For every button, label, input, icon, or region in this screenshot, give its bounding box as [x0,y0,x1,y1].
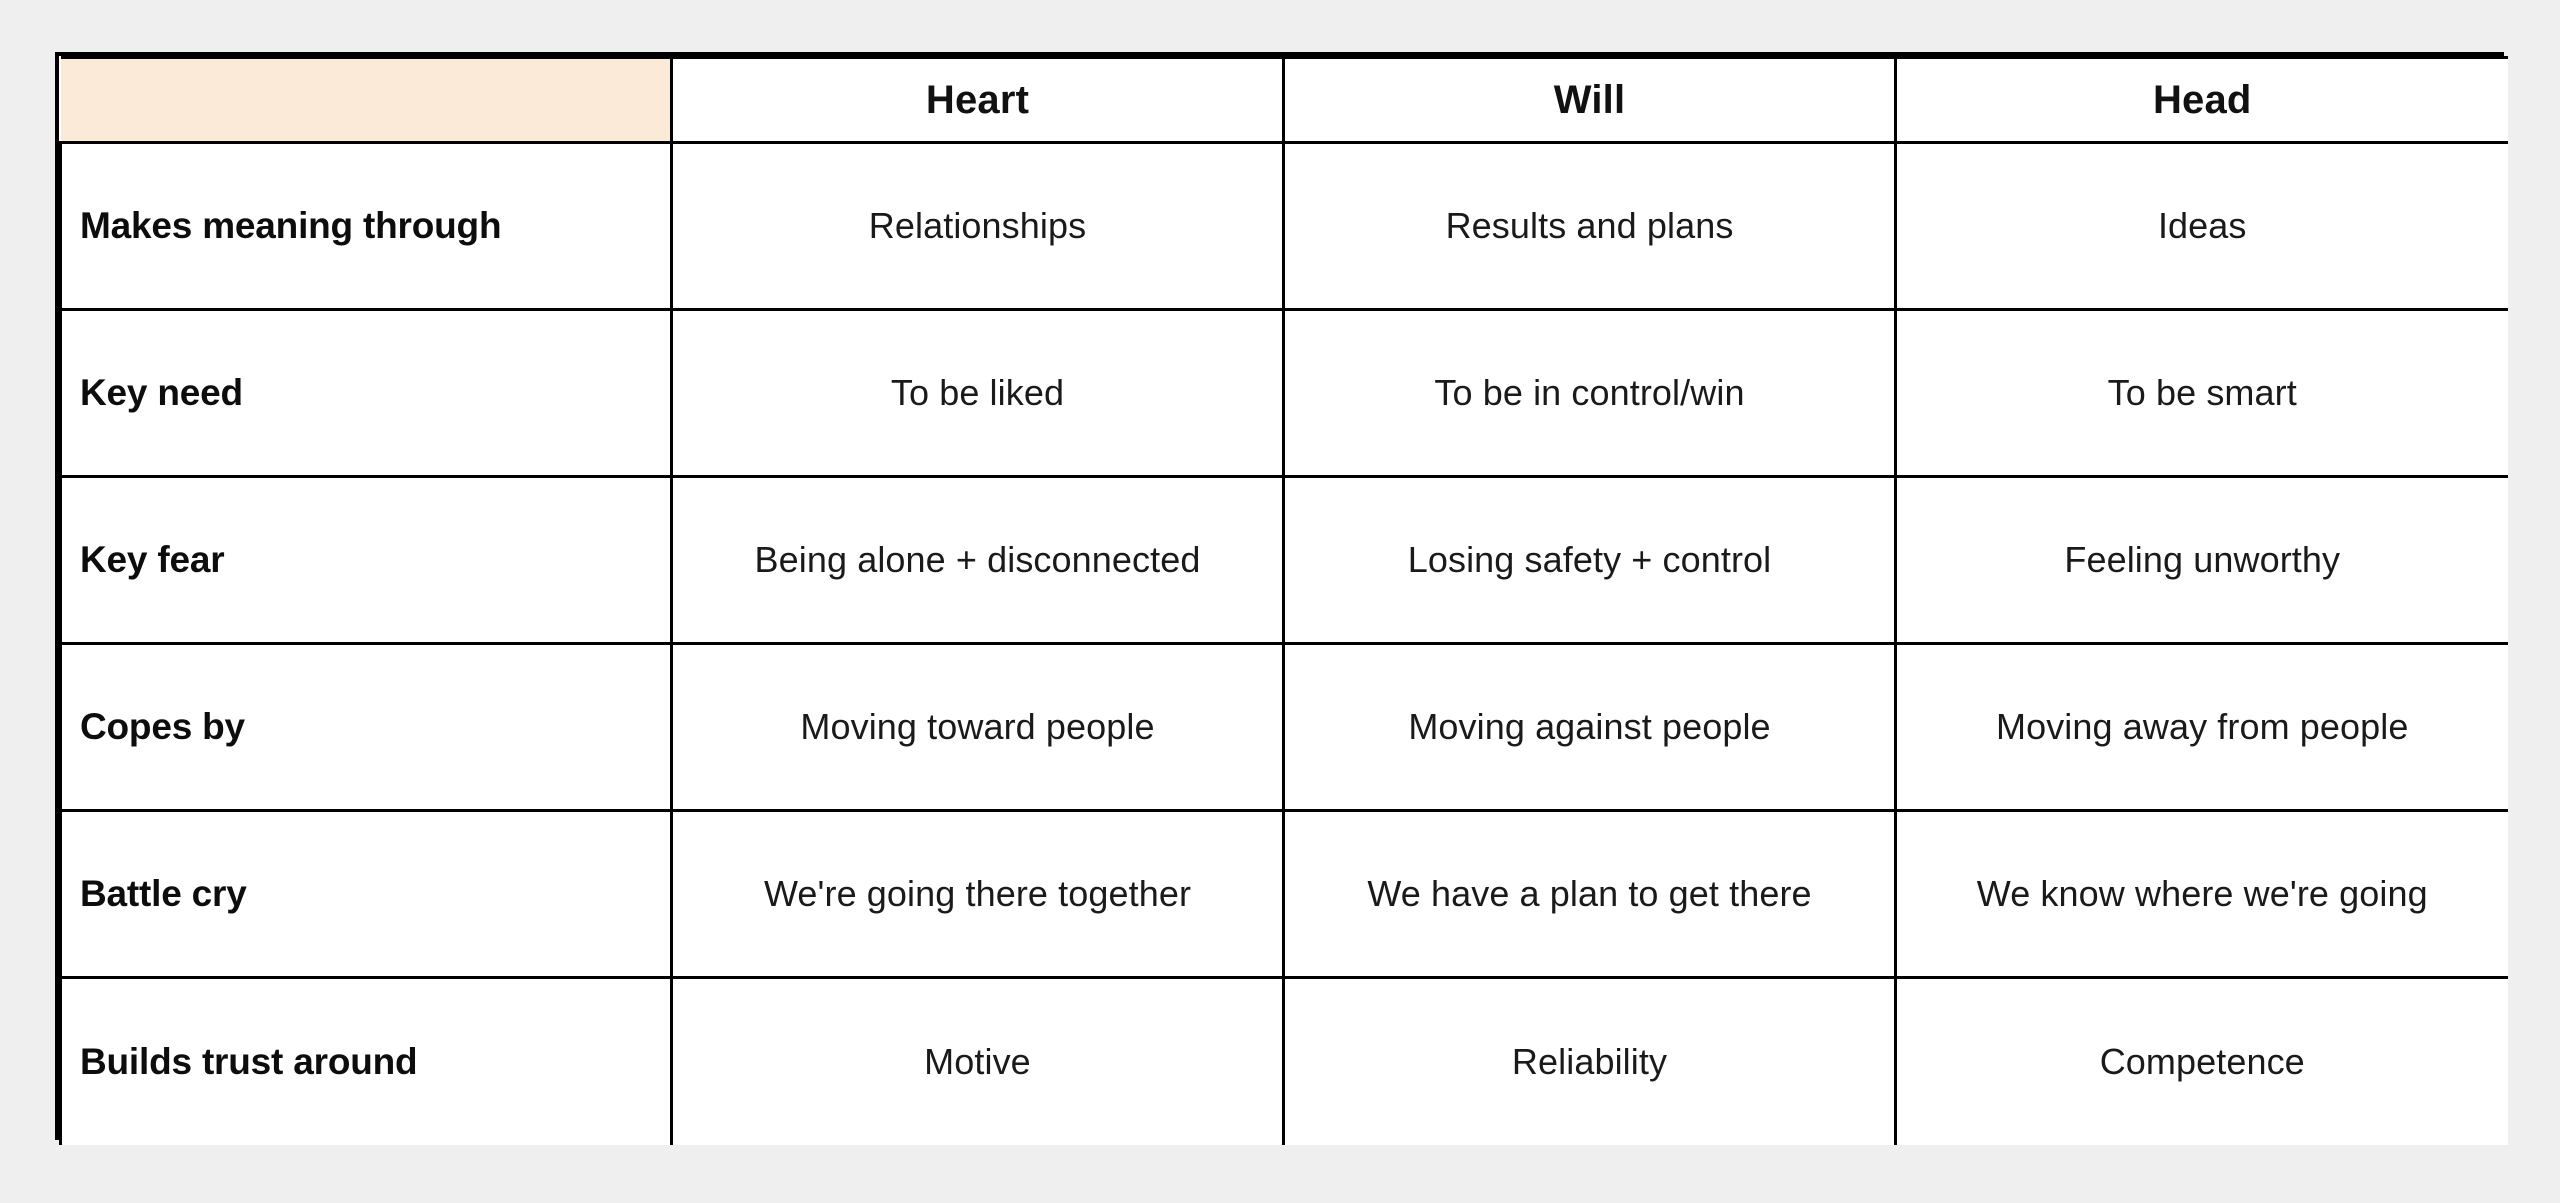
table-row: Copes by Moving toward people Moving aga… [59,642,2508,812]
comparison-table-container: Heart Will Head Makes meaning through Re… [55,52,2508,1145]
cell-will-key-need: To be in control/win [1282,308,1897,478]
cell-heart-key-need: To be liked [670,308,1285,478]
column-header-will: Will [1282,56,1897,144]
table-header: Heart Will Head [60,56,2508,144]
table-row: Makes meaning through Relationships Resu… [59,141,2508,311]
row-label-key-fear: Key fear [59,475,673,645]
cell-heart-makes-meaning-through: Relationships [670,141,1285,311]
table-row: Key need To be liked To be in control/wi… [59,308,2508,478]
cell-heart-key-fear: Being alone + disconnected [670,475,1285,645]
cell-head-battle-cry: We know where we're going [1894,809,2508,979]
table-row: Key fear Being alone + disconnected Losi… [59,475,2508,645]
cell-will-copes-by: Moving against people [1282,642,1897,812]
heart-will-head-table: Heart Will Head Makes meaning through Re… [59,56,2508,1145]
cell-head-builds-trust-around: Competence [1894,976,2508,1145]
row-label-copes-by: Copes by [59,642,673,812]
header-row: Heart Will Head [60,56,2508,144]
table-row: Battle cry We're going there together We… [59,809,2508,979]
header-corner-cell [60,56,673,144]
cell-heart-builds-trust-around: Motive [670,976,1285,1145]
column-header-heart: Heart [670,56,1285,144]
cell-head-key-fear: Feeling unworthy [1894,475,2508,645]
table-row: Builds trust around Motive Reliability C… [59,976,2508,1145]
cell-will-battle-cry: We have a plan to get there [1282,809,1897,979]
cell-head-key-need: To be smart [1894,308,2508,478]
cell-will-builds-trust-around: Reliability [1282,976,1897,1145]
row-label-key-need: Key need [59,308,673,478]
cell-will-makes-meaning-through: Results and plans [1282,141,1897,311]
table-body: Makes meaning through Relationships Resu… [59,141,2508,1145]
column-header-head: Head [1894,56,2508,144]
cell-will-key-fear: Losing safety + control [1282,475,1897,645]
cell-heart-battle-cry: We're going there together [670,809,1285,979]
cell-head-copes-by: Moving away from people [1894,642,2508,812]
cell-head-makes-meaning-through: Ideas [1894,141,2508,311]
row-label-makes-meaning-through: Makes meaning through [59,141,673,311]
cell-heart-copes-by: Moving toward people [670,642,1285,812]
row-label-battle-cry: Battle cry [59,809,673,979]
row-label-builds-trust-around: Builds trust around [59,976,673,1145]
